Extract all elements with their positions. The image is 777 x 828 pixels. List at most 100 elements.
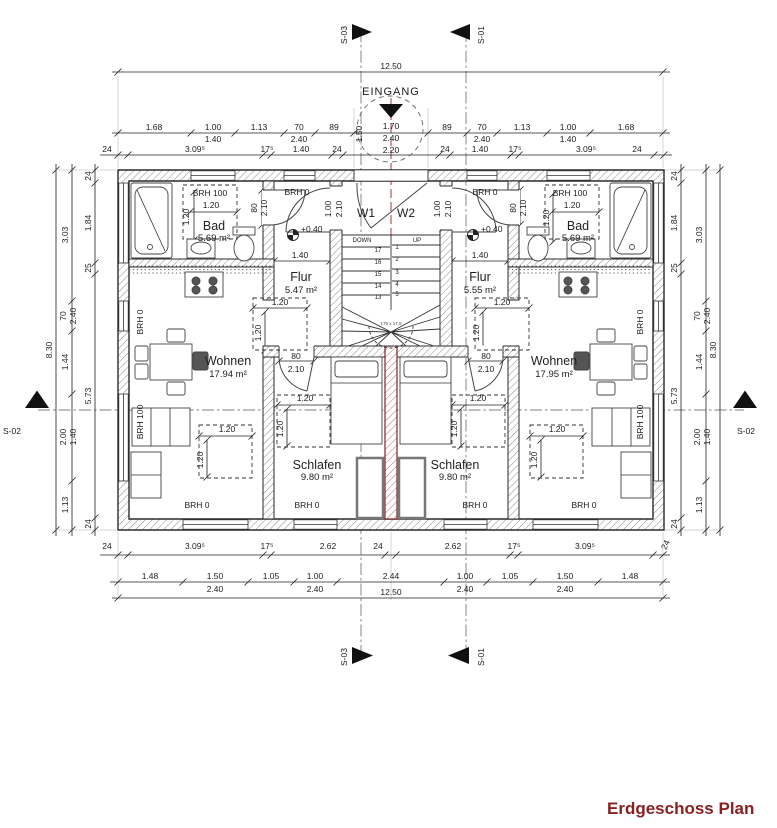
stove-left — [184, 271, 224, 298]
dim: 1.20 — [470, 393, 487, 403]
dim: 3.03 — [60, 226, 70, 243]
dim: 24 — [632, 144, 642, 154]
dim: 3.09⁵ — [575, 541, 595, 551]
level-label-left: +0.40 — [301, 224, 323, 234]
dim: 2.40 — [383, 133, 400, 143]
dim: 1.20 — [494, 297, 511, 307]
dim: 2.40 — [207, 584, 224, 594]
dim: 1.40 — [293, 144, 310, 154]
furniture — [130, 182, 652, 499]
dim: 1.05 — [502, 571, 519, 581]
dim: 2.10 — [478, 364, 495, 374]
s01-bottom-label: S-01 — [476, 648, 486, 666]
dining-table-left — [134, 328, 209, 396]
entrance-label: EINGANG — [362, 86, 420, 98]
dim: 1.13 — [694, 496, 704, 513]
dim: 80 — [481, 351, 491, 361]
dim: 17⁵ — [261, 541, 274, 551]
door-label-w2: W2 — [397, 206, 415, 220]
window-sill-label: BRH 100 — [135, 404, 145, 439]
dim: 1.20 — [181, 208, 191, 225]
entrance-circle — [356, 95, 424, 163]
dim: 8.30 — [708, 341, 718, 358]
window-sill-label: BRH 0 — [635, 309, 645, 334]
s01-bottom-arrow-icon — [448, 647, 469, 664]
window-sill-label: BRH 0 — [571, 500, 596, 510]
dim: 2.40 — [68, 307, 78, 324]
niche-right — [397, 456, 427, 520]
dim: 70 — [294, 122, 304, 132]
entrance-door — [356, 182, 428, 229]
dim: 24 — [669, 171, 679, 181]
dim: 1.00 — [205, 122, 222, 132]
dim: 1.20 — [471, 324, 481, 341]
tread-number: 15 — [375, 272, 382, 278]
dim: 1.68 — [618, 122, 635, 132]
dim: 1.40 — [292, 250, 309, 260]
bedroom-door-left — [278, 356, 315, 392]
dim: 1.84 — [83, 214, 93, 231]
door-swings — [269, 182, 513, 392]
dim: 1.84 — [669, 214, 679, 231]
room-name-wohnen-left: Wohnen — [205, 354, 251, 368]
dim: 1.44 — [60, 353, 70, 370]
room-area-flur-right: 5.55 m² — [464, 285, 496, 296]
dim: 1.20 — [297, 393, 314, 403]
dim: 25 — [83, 263, 93, 273]
dim: 3.03 — [694, 226, 704, 243]
tread-number: 2 — [395, 257, 399, 263]
dim: 24 — [669, 519, 679, 529]
section-marker-triangles — [25, 24, 757, 664]
dim: 1.40 — [68, 428, 78, 445]
dim: 1.48 — [622, 571, 639, 581]
shower-right — [609, 182, 652, 259]
dim: 2.40 — [557, 584, 574, 594]
dim: 5.73 — [669, 387, 679, 404]
sofa-right — [591, 407, 652, 499]
dim: 1.20 — [564, 200, 581, 210]
dim: 1.40 — [560, 134, 577, 144]
dim: 1.20 — [541, 209, 551, 226]
room-name-flur-right: Flur — [469, 270, 491, 284]
dim: 17⁵ — [509, 144, 522, 154]
dim: 1.40 — [472, 144, 489, 154]
dim: 1.20 — [275, 420, 285, 437]
dim: 1.48 — [142, 571, 159, 581]
s02-left-label: S-02 — [3, 426, 21, 436]
room-area-schlafen-left: 9.80 m² — [301, 472, 333, 483]
walls — [117, 169, 665, 531]
dim: 8.30 — [44, 341, 54, 358]
dim: 24 — [102, 541, 112, 551]
top-wall-windows — [190, 170, 591, 181]
dim: 12.50 — [380, 61, 402, 71]
bath-door-left — [269, 189, 306, 226]
dim: 2.10 — [443, 200, 453, 217]
dim: 2.40 — [307, 584, 324, 594]
dining-table-right — [573, 328, 648, 396]
tread-number: 16 — [375, 260, 382, 266]
dim: 1.20 — [195, 451, 205, 468]
dim: 2.10 — [259, 199, 269, 216]
dim: 17⁵ — [508, 541, 521, 551]
party-wall — [384, 345, 398, 520]
side-wall-windows — [118, 182, 664, 482]
dim: 2.62 — [445, 541, 462, 551]
dim: 89 — [442, 122, 452, 132]
stair-up-label: UP — [413, 238, 421, 244]
page-title: Erdgeschoss Plan — [607, 799, 754, 818]
dim: 2.62 — [320, 541, 337, 551]
dim: 1.20 — [253, 324, 263, 341]
window-sill-label: BRH 0 — [472, 187, 497, 197]
dim: 2.00 — [58, 428, 68, 445]
room-area-bad-left: 5.69 m² — [198, 233, 230, 244]
dim: 24 — [83, 171, 93, 181]
room-area-schlafen-right: 9.80 m² — [439, 472, 471, 483]
sofa-left — [130, 407, 191, 499]
dim: 1.20 — [449, 420, 459, 437]
dim: 1.50 — [557, 571, 574, 581]
bedroom-door-right — [467, 356, 504, 392]
dim: 2.40 — [457, 584, 474, 594]
tread-number: 5 — [395, 292, 399, 298]
